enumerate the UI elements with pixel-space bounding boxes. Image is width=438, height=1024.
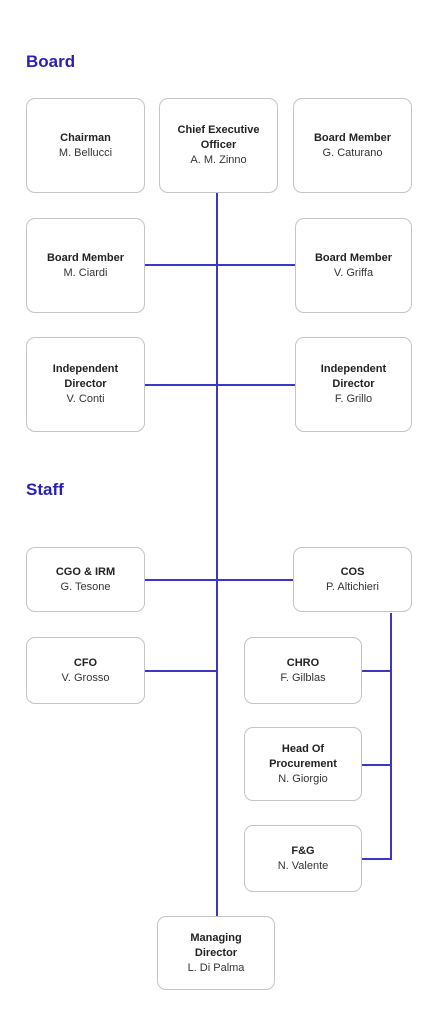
- node-person: G. Tesone: [60, 580, 111, 593]
- node-person: M. Ciardi: [63, 266, 108, 279]
- node-role: Chairman: [60, 131, 111, 144]
- section-title-staff: Staff: [26, 480, 64, 499]
- node-managing-director: Managing Director L. Di Palma: [157, 916, 275, 990]
- connector-main-trunk: [216, 192, 218, 918]
- node-board-member-ciardi: Board Member M. Ciardi: [26, 218, 145, 313]
- node-role: Independent Director: [320, 363, 387, 390]
- node-cos: COS P. Altichieri: [293, 547, 412, 612]
- node-cfo: CFO V. Grosso: [26, 637, 145, 704]
- node-chro: CHRO F. Gilblas: [244, 637, 362, 704]
- node-role: Board Member: [314, 251, 393, 264]
- node-role: Board Member: [313, 131, 392, 144]
- node-role: CFO: [73, 656, 98, 669]
- connector-fg: [362, 858, 391, 860]
- connector-board-row-2: [145, 264, 296, 266]
- node-person: F. Gilblas: [280, 671, 326, 684]
- node-board-member-caturano: Board Member G. Caturano: [293, 98, 412, 193]
- connector-chro: [362, 670, 391, 672]
- connector-board-row-3: [145, 384, 296, 386]
- node-role: F&G: [291, 844, 315, 857]
- node-role: CGO & IRM: [55, 565, 116, 578]
- node-person: V. Conti: [66, 393, 105, 405]
- node-independent-director-conti: Independent Director V. Conti: [26, 337, 145, 432]
- node-role: Chief Executive Officer: [177, 124, 260, 151]
- node-role: CHRO: [286, 656, 320, 669]
- node-fg: F&G N. Valente: [244, 825, 362, 892]
- node-independent-director-grillo: Independent Director F. Grillo: [295, 337, 412, 432]
- section-title-board: Board: [26, 52, 76, 71]
- connector-cos-trunk: [390, 613, 392, 860]
- node-head-of-procurement: Head Of Procurement N. Giorgio: [244, 727, 362, 801]
- connector-procurement: [362, 764, 391, 766]
- node-board-member-griffa: Board Member V. Griffa: [295, 218, 412, 313]
- node-person: V. Griffa: [333, 266, 374, 279]
- connector-cgo-cos: [145, 579, 294, 581]
- connector-cfo: [145, 670, 217, 672]
- node-person: V. Grosso: [61, 671, 110, 684]
- node-person: N. Giorgio: [278, 772, 328, 785]
- node-person: A. M. Zinno: [190, 154, 247, 166]
- node-person: F. Grillo: [334, 393, 373, 405]
- node-role: Board Member: [46, 251, 125, 264]
- node-ceo: Chief Executive Officer A. M. Zinno: [159, 98, 278, 193]
- node-role: Managing Director: [190, 931, 242, 959]
- node-cgo-irm: CGO & IRM G. Tesone: [26, 547, 145, 612]
- node-role: Head Of Procurement: [269, 742, 337, 770]
- node-person: M. Bellucci: [58, 146, 113, 159]
- node-person: P. Altichieri: [326, 580, 379, 593]
- node-person: N. Valente: [277, 859, 329, 872]
- node-chairman: Chairman M. Bellucci: [26, 98, 145, 193]
- node-role: Independent Director: [52, 363, 119, 390]
- node-person: L. Di Palma: [187, 961, 245, 974]
- node-role: COS: [340, 565, 365, 578]
- node-person: G. Caturano: [322, 146, 383, 159]
